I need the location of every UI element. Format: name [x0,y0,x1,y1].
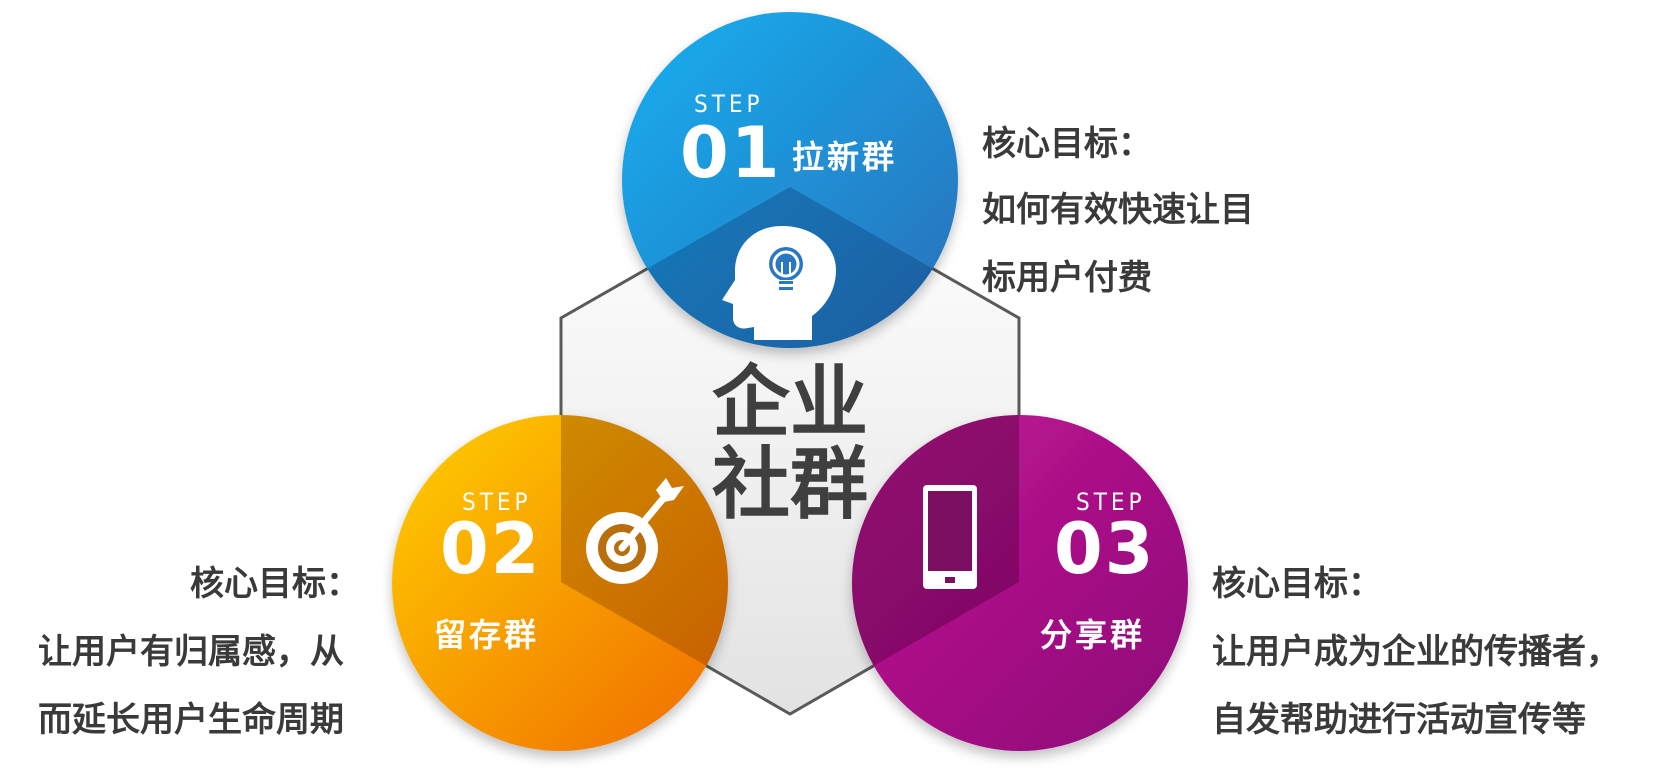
target-dart-icon [586,478,684,584]
goal-02-title: 核心目标： [190,564,360,604]
goal-01-line-2: 标用户付费 [982,258,1152,298]
goal-01-line-1: 如何有效快速让目 [982,190,1254,230]
step-02-label: STEP [462,488,532,516]
center-title-line1: 企业 [711,358,868,448]
goal-03-line-1: 让用户成为企业的传播者， [1212,632,1620,672]
step-01-group-name: 拉新群 [792,138,898,176]
goal-03-line-2: 自发帮助进行活动宣传等 [1212,700,1586,740]
center-title: 企业 社群 [690,362,890,526]
step-02-circle [392,415,728,751]
step-03-label: STEP [1076,488,1146,516]
step-03-group-name: 分享群 [1040,616,1146,654]
center-title-line2: 社群 [711,440,868,530]
step-01-number: 01 [680,112,782,194]
step-01-circle [622,12,958,348]
step-03-number: 03 [1054,508,1156,590]
head-lightbulb-icon [722,226,836,340]
smartphone-icon [923,485,977,589]
step-01-label: STEP [694,90,764,118]
goal-02-line-2: 而延长用户生命周期 [38,700,344,740]
step-02-group-name: 留存群 [434,616,540,654]
goal-03-title: 核心目标： [1212,564,1382,604]
step-02-number: 02 [440,508,542,590]
goal-01-title: 核心目标： [982,124,1152,164]
goal-02-line-1: 让用户有归属感，从 [38,632,344,672]
